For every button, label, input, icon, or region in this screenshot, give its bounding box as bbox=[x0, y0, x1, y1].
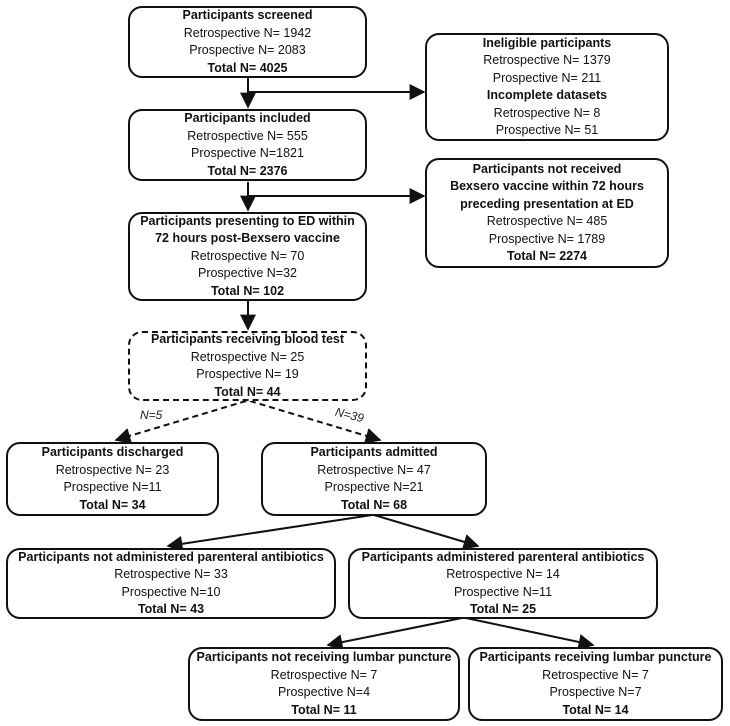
retrospective-count: Retrospective N= 7 bbox=[270, 667, 378, 682]
box-administered-antibiotics: Participants administered parenteral ant… bbox=[348, 548, 658, 619]
total-count: Total N= 102 bbox=[210, 283, 285, 298]
retrospective-count: Retrospective N= 485 bbox=[486, 214, 608, 228]
arrow-abx-to-no-lp bbox=[326, 617, 463, 650]
retrospective-count: Retrospective N= 33 bbox=[114, 567, 228, 581]
arrow-abx-to-lp bbox=[465, 617, 595, 650]
box-participants-included: Participants included Retrospective N= 5… bbox=[128, 109, 367, 181]
box-participants-presenting-ed: Participants presenting to ED within 72 … bbox=[128, 212, 367, 301]
total-count: Total N= 43 bbox=[137, 602, 205, 616]
box-title: Ineligible participants bbox=[482, 35, 612, 50]
box-title: Participants receiving blood test bbox=[150, 332, 345, 346]
box-participants-screened: Participants screened Retrospective N= 1… bbox=[128, 6, 367, 78]
box-title: Participants admitted bbox=[310, 445, 438, 459]
prospective-count: Prospective N=21 bbox=[324, 480, 424, 494]
total-count: Total N= 14 bbox=[562, 702, 629, 717]
total-count: Total N= 25 bbox=[469, 602, 537, 616]
box-participants-discharged: Participants discharged Retrospective N=… bbox=[6, 442, 219, 516]
box-title: Participants discharged bbox=[41, 445, 184, 459]
retrospective-count: Retrospective N= 47 bbox=[317, 462, 431, 477]
prospective-count: Prospective N=4 bbox=[277, 685, 371, 699]
retrospective-count: Retrospective N= 1942 bbox=[183, 25, 312, 40]
retrospective-count: Retrospective N= 1379 bbox=[483, 53, 611, 67]
total-count: Total N= 44 bbox=[214, 384, 281, 399]
box-not-receiving-lumbar-puncture: Participants not receiving lumbar punctu… bbox=[188, 647, 460, 721]
total-count: Total N= 2274 bbox=[506, 249, 587, 263]
prospective-count: Prospective N=32 bbox=[197, 266, 297, 281]
prospective-count: Prospective N= 19 bbox=[196, 367, 299, 381]
total-count: Total N= 68 bbox=[340, 497, 408, 512]
prospective-count: Prospective N= 2083 bbox=[189, 43, 306, 57]
prospective-count: Prospective N=1821 bbox=[191, 146, 304, 160]
prospective-count: Prospective N= 1789 bbox=[488, 231, 606, 246]
box-title: Participants included bbox=[184, 111, 311, 125]
retrospective-count: Retrospective N= 7 bbox=[542, 667, 649, 682]
arrow-blood-to-admitted bbox=[249, 400, 382, 444]
retrospective-count: Retrospective N= 8 bbox=[493, 105, 601, 120]
box-title: Participants screened bbox=[182, 8, 313, 22]
prospective-count: Prospective N= 211 bbox=[492, 70, 602, 85]
total-count: Total N= 2376 bbox=[207, 163, 288, 178]
prospective-count: Prospective N=11 bbox=[63, 480, 162, 494]
prospective-count: Prospective N= 51 bbox=[495, 123, 599, 137]
retrospective-count: Retrospective N= 70 bbox=[190, 248, 305, 263]
box-title: Participants receiving lumbar puncture bbox=[479, 650, 712, 664]
retrospective-count: Retrospective N= 25 bbox=[190, 349, 305, 364]
total-count: Total N= 4025 bbox=[207, 60, 288, 75]
box-participants-admitted: Participants admitted Retrospective N= 4… bbox=[261, 442, 487, 516]
retrospective-count: Retrospective N= 23 bbox=[55, 462, 170, 477]
box-title: Participants presenting to ED within bbox=[140, 213, 355, 228]
box-subtitle: Incomplete datasets bbox=[486, 88, 608, 102]
total-count: Total N= 11 bbox=[291, 702, 357, 717]
box-title-line3: preceding presentation at ED bbox=[460, 196, 634, 211]
arrow-blood-to-discharged bbox=[114, 400, 247, 444]
retrospective-count: Retrospective N= 555 bbox=[187, 128, 308, 143]
box-title-line2: Bexsero vaccine within 72 hours bbox=[450, 179, 644, 193]
box-title: Participants administered parenteral ant… bbox=[361, 549, 645, 564]
prospective-count: Prospective N=11 bbox=[453, 584, 553, 599]
total-count: Total N= 34 bbox=[79, 497, 146, 512]
prospective-count: Prospective N=10 bbox=[121, 584, 221, 599]
box-excluded-no-vaccine: Participants not received Bexsero vaccin… bbox=[425, 158, 669, 268]
box-title: Participants not administered parenteral… bbox=[18, 549, 324, 564]
box-not-administered-antibiotics: Participants not administered parenteral… bbox=[6, 548, 336, 619]
edge-label-discharged: N=5 bbox=[140, 408, 163, 422]
arrow-admitted-to-abx bbox=[373, 514, 480, 550]
box-title: Participants not received bbox=[472, 161, 622, 176]
arrow-admitted-to-no-abx bbox=[166, 514, 373, 552]
prospective-count: Prospective N=7 bbox=[549, 685, 642, 699]
box-title: Participants not receiving lumbar punctu… bbox=[196, 650, 452, 664]
retrospective-count: Retrospective N= 14 bbox=[446, 567, 560, 581]
box-participants-blood-test: Participants receiving blood test Retros… bbox=[128, 331, 367, 401]
box-title-line2: 72 hours post-Bexsero vaccine bbox=[155, 231, 340, 246]
box-receiving-lumbar-puncture: Participants receiving lumbar puncture R… bbox=[468, 647, 723, 721]
box-excluded-ineligible-incomplete: Ineligible participants Retrospective N=… bbox=[425, 33, 669, 141]
